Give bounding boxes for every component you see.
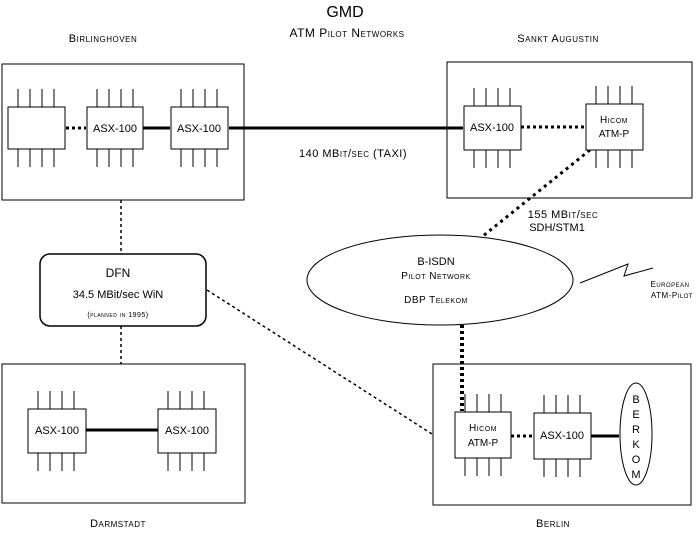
berkom-letter: K	[632, 439, 640, 451]
switch-unlabeled-birl	[7, 89, 66, 167]
lightning-icon	[579, 263, 654, 284]
bisdn-line1: B-ISDN	[417, 256, 454, 268]
berkom-letter: O	[632, 454, 641, 466]
switch-asx-darmstadt-1: ASX-100	[27, 391, 87, 471]
switch-asx-birl-1: ASX-100	[86, 89, 144, 167]
sdh-label-line1: 155 MBit/sec	[528, 209, 599, 221]
switch-label-line2: ATM-P	[468, 438, 499, 449]
switch-label-line1: Hicom	[600, 115, 628, 126]
site-box-berlin	[432, 363, 692, 506]
site-label-berlin: Berlin	[536, 518, 570, 530]
site-label-darmstadt: Darmstadt	[90, 518, 146, 530]
switch-label: ASX-100	[177, 123, 221, 135]
switch-label: ASX-100	[540, 430, 584, 442]
site-box-sankt-augustin	[446, 61, 693, 199]
berkom-letter: E	[632, 409, 639, 421]
switch-asx-darmstadt-2: ASX-100	[157, 391, 217, 471]
taxi-label: 140 MBit/sec (TAXI)	[299, 148, 407, 160]
bisdn-line3: DBP Telekom	[404, 295, 468, 306]
link-dfn-berlin	[206, 289, 433, 435]
site-label-sankt-augustin: Sankt Augustin	[517, 33, 598, 45]
site-label-birlinghoven: Birlinghoven	[69, 33, 137, 45]
switch-hicom-berlin: Hicom ATM-P	[454, 394, 512, 476]
diagram-title: GMD	[326, 4, 363, 21]
dfn-node: DFN 34.5 MBit/sec WiN (planned in 1995)	[39, 253, 207, 327]
berkom-letter: M	[631, 469, 640, 481]
switch-label-line2: ATM-P	[599, 129, 630, 140]
bisdn-line2: Pilot Network	[401, 271, 470, 282]
switch-asx-sankt-augustin: ASX-100	[463, 88, 522, 168]
european-label-line1: European	[650, 280, 689, 289]
dfn-speed: 34.5 MBit/sec WiN	[73, 289, 164, 301]
european-label-line2: ATM-Pilot	[651, 291, 693, 300]
berkom-letter: R	[632, 424, 640, 436]
switch-label: ASX-100	[93, 123, 137, 135]
site-box-darmstadt	[1, 363, 246, 504]
switch-asx-birl-2: ASX-100	[170, 89, 229, 167]
switch-label: ASX-100	[470, 122, 514, 134]
dfn-name: DFN	[106, 266, 131, 280]
switch-label-line1: Hicom	[469, 423, 497, 434]
sdh-label-line2: SDH/STM1	[529, 222, 585, 234]
site-box-birlinghoven	[1, 63, 245, 201]
switch-label: ASX-100	[35, 425, 79, 437]
berkom-node: B E R K O M	[619, 382, 653, 486]
dfn-note: (planned in 1995)	[87, 312, 148, 319]
diagram-subtitle: ATM Pilot Networks	[289, 26, 404, 40]
berkom-letter: B	[632, 394, 639, 406]
switch-label: ASX-100	[165, 425, 209, 437]
link-sdh	[482, 148, 591, 238]
switch-asx-berlin: ASX-100	[533, 395, 592, 477]
switch-hicom-sankt-augustin: Hicom ATM-P	[585, 86, 644, 168]
bisdn-node: B-ISDN Pilot Network DBP Telekom	[306, 234, 574, 326]
